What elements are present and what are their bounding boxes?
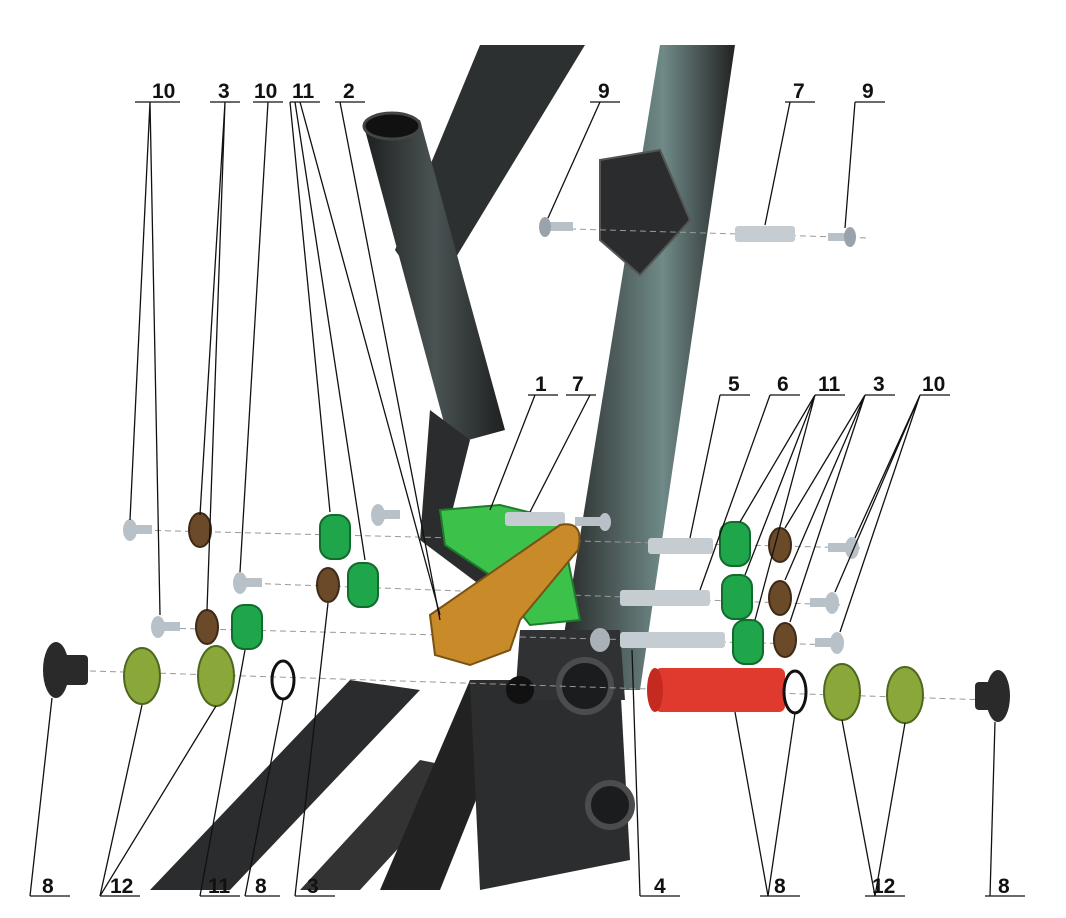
callout-12: 12 <box>110 875 133 898</box>
callout-10: 10 <box>254 80 277 103</box>
pins-5-6-7 <box>505 512 725 652</box>
bolt-9-right <box>828 227 856 247</box>
callout-9: 9 <box>598 80 610 103</box>
bolt-9-left <box>539 217 573 237</box>
callout-7: 7 <box>572 373 584 396</box>
washers-3 <box>188 512 797 658</box>
axle-4 <box>647 668 785 712</box>
callout-11: 11 <box>208 875 231 898</box>
callout-11: 11 <box>292 80 315 103</box>
callout-9: 9 <box>862 80 874 103</box>
rocker-link-2 <box>428 523 581 667</box>
callout-8: 8 <box>255 875 267 898</box>
callout-8: 8 <box>774 875 786 898</box>
callout-10: 10 <box>922 373 945 396</box>
leader-lines <box>29 101 1025 897</box>
callout-3: 3 <box>873 373 885 396</box>
bushings-11 <box>231 514 764 665</box>
pin-7-top <box>735 226 795 242</box>
callout-6: 6 <box>777 373 789 396</box>
callout-2: 2 <box>343 80 355 103</box>
callout-8: 8 <box>42 875 54 898</box>
bike-frame <box>150 45 735 890</box>
callout-12: 12 <box>872 875 895 898</box>
callout-labels: 10 3 10 11 2 9 7 9 1 7 5 6 11 3 10 8 12 … <box>42 80 1010 898</box>
caps-8 <box>43 642 1010 722</box>
callout-1: 1 <box>535 373 547 396</box>
callout-3: 3 <box>307 875 319 898</box>
callout-11: 11 <box>818 373 841 396</box>
callout-8: 8 <box>998 875 1010 898</box>
callout-10: 10 <box>152 80 175 103</box>
callout-3: 3 <box>218 80 230 103</box>
bolts-10-left <box>123 504 400 638</box>
bolts-10-right <box>575 513 859 654</box>
callout-5: 5 <box>728 373 740 396</box>
callout-7: 7 <box>793 80 805 103</box>
callout-4: 4 <box>654 875 666 898</box>
